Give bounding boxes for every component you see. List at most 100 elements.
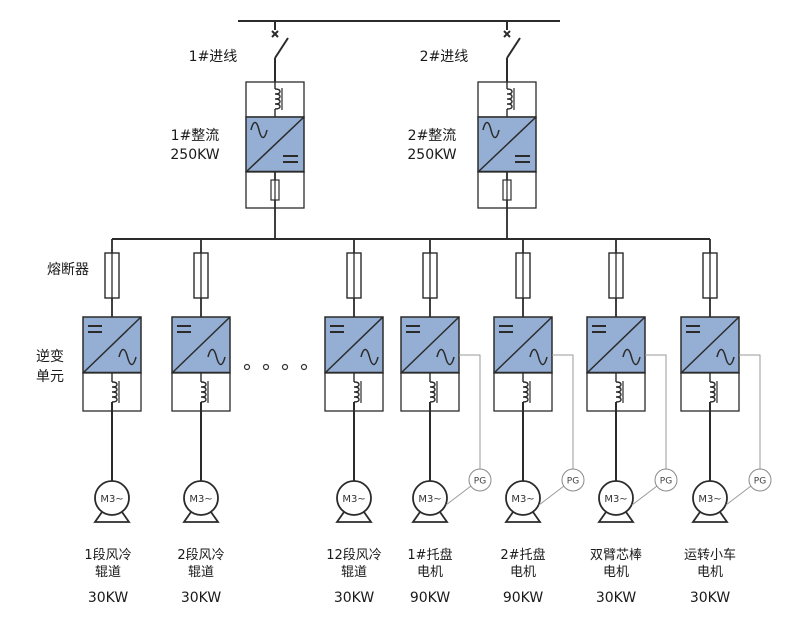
- encoder-coupling: [631, 485, 658, 506]
- inverter-block: [586, 316, 646, 374]
- motor-icon: M3~: [504, 480, 542, 523]
- load-name-line1: 2#托盘: [500, 547, 545, 563]
- inverter-block: [493, 316, 553, 374]
- fuse-label: 熔断器: [47, 262, 89, 278]
- dc-symbol-icon: [88, 325, 102, 333]
- switch-blade-icon: [274, 37, 289, 59]
- rectifier-power-label: 250KW: [170, 147, 219, 163]
- motor-icon: M3~: [182, 480, 220, 523]
- load-name-line2: 电机: [510, 565, 536, 580]
- motor-base: [691, 511, 729, 523]
- motor-circle: [336, 480, 372, 516]
- pg-encoder-text: PG: [474, 477, 486, 487]
- rectifier-name-label: 2#整流: [408, 128, 457, 144]
- rectifier-block: [477, 116, 537, 173]
- dc-symbol-icon: [515, 155, 530, 163]
- motor-base: [335, 511, 373, 523]
- dc-symbol-icon: [283, 155, 298, 163]
- motor-base: [93, 511, 131, 523]
- inductor-coil: [429, 381, 436, 403]
- load-name-line2: 电机: [603, 565, 629, 580]
- inverter-diagonal: [680, 316, 740, 374]
- rectifier-diagonal: [477, 116, 537, 173]
- inverter-block: [680, 316, 740, 374]
- feedback-wire: [552, 354, 574, 469]
- motor-circle: [94, 480, 130, 516]
- motor-icon: M3~: [597, 480, 635, 523]
- motor-circle: [505, 480, 541, 516]
- rectifier-block: [245, 116, 305, 173]
- encoder-feedback: PG: [445, 354, 492, 506]
- load-name-line2: 电机: [417, 565, 443, 580]
- motor-circle: [183, 480, 219, 516]
- motor-symbol-text: M3~: [100, 494, 123, 505]
- ac-symbol-icon: [529, 348, 548, 366]
- dc-symbol-icon: [499, 325, 513, 333]
- dc-symbol-icon: [592, 325, 606, 333]
- ellipsis-dot: [281, 363, 289, 371]
- load-name-line1: 运转小车: [684, 547, 736, 563]
- encoder-feedback: PG: [538, 354, 585, 506]
- incoming-line-label: 2#进线: [420, 49, 469, 65]
- pg-encoder-icon: [561, 468, 585, 492]
- motor-icon: M3~: [691, 480, 729, 523]
- dc-symbol-icon: [406, 325, 420, 333]
- load-power-label: 30KW: [181, 590, 221, 606]
- encoder-feedback: PG: [725, 354, 772, 506]
- inductor-coil: [274, 88, 281, 110]
- inverter-unit-label-line2: 单元: [36, 369, 64, 385]
- dc-symbol-icon: [686, 325, 700, 333]
- inductor-icon: [615, 381, 624, 403]
- motor-base: [504, 511, 542, 523]
- ellipsis-dot: [300, 363, 308, 371]
- inductor-icon: [429, 381, 438, 403]
- switch-blade-icon: [506, 37, 521, 59]
- rectifier-diagonal: [245, 116, 305, 173]
- load-name-line1: 2段风冷: [177, 548, 224, 563]
- motor-symbol-text: M3~: [189, 494, 212, 505]
- feedback-wire: [739, 354, 761, 469]
- inverter-block: [171, 316, 231, 374]
- ac-symbol-icon: [716, 348, 735, 366]
- ellipsis-dot: [262, 363, 270, 371]
- inverter-diagonal: [400, 316, 460, 374]
- circuit-breaker-icon: [271, 30, 279, 38]
- load-power-label: 30KW: [88, 590, 128, 606]
- motor-icon: M3~: [93, 480, 131, 523]
- inductor-coil: [200, 381, 207, 403]
- inductor-coil: [522, 381, 529, 403]
- ac-symbol-icon: [436, 348, 455, 366]
- inductor-icon: [274, 88, 283, 110]
- load-name-line2: 电机: [697, 565, 723, 580]
- load-power-label: 30KW: [596, 590, 636, 606]
- inverter-block: [324, 316, 384, 374]
- load-power-label: 90KW: [410, 590, 450, 606]
- motor-symbol-text: M3~: [342, 494, 365, 505]
- inverter-diagonal: [586, 316, 646, 374]
- load-name-line2: 辊道: [188, 565, 214, 580]
- encoder-coupling: [725, 485, 752, 506]
- motor-base: [182, 511, 220, 523]
- inductor-icon: [506, 88, 515, 110]
- dc-symbol-icon: [177, 325, 191, 333]
- inverter-diagonal: [82, 316, 142, 374]
- motor-circle: [598, 480, 634, 516]
- dc-symbol-icon: [330, 325, 344, 333]
- motor-circle: [412, 480, 448, 516]
- pg-encoder-icon: [654, 468, 678, 492]
- ac-symbol-icon: [207, 348, 226, 366]
- ac-symbol-icon: [118, 348, 137, 366]
- encoder-coupling: [445, 485, 472, 506]
- load-power-label: 30KW: [690, 590, 730, 606]
- inductor-icon: [111, 381, 120, 403]
- ac-symbol-icon: [622, 348, 641, 366]
- load-power-label: 90KW: [503, 590, 543, 606]
